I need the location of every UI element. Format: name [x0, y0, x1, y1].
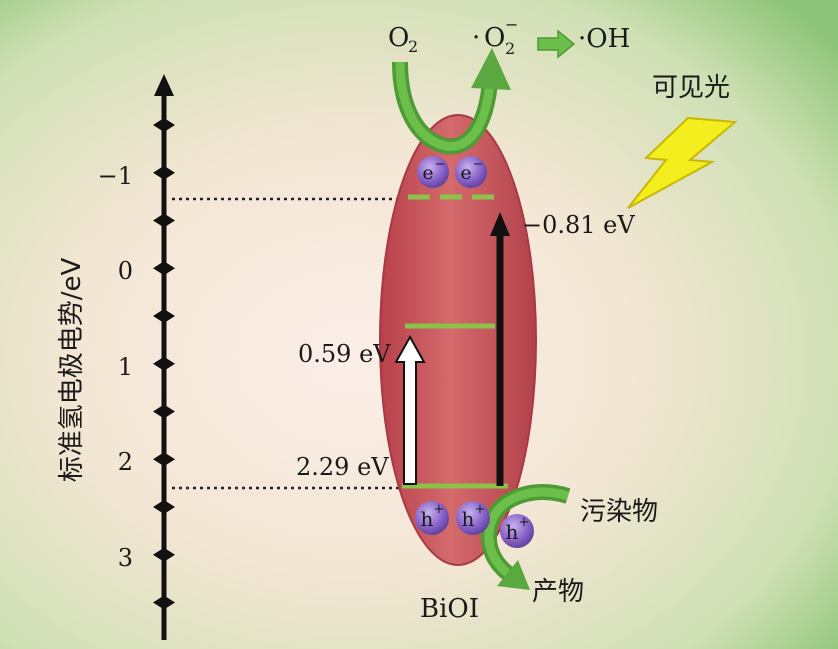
- hole-2: h +: [456, 501, 490, 535]
- axis-diamond-tick: [153, 547, 175, 562]
- tick-label-2: 2: [118, 448, 133, 476]
- svg-text:e: e: [422, 162, 433, 184]
- svg-text:e: e: [460, 162, 471, 184]
- band-lines: [402, 194, 508, 489]
- svg-text:h: h: [462, 507, 475, 531]
- pollutant-oxidation-arrow: [480, 484, 571, 590]
- axis-diamond-tick: [153, 309, 175, 323]
- superoxide-to-hydroxyl-arrow: [537, 29, 576, 59]
- electron-1: e −: [417, 156, 449, 188]
- cb-potential-label: −0.81 eV: [522, 211, 635, 239]
- hole-1: h +: [415, 501, 449, 535]
- hole-3: h +: [500, 514, 534, 548]
- axis-diamond-tick: [153, 452, 175, 467]
- axis-diamond-ticks: [153, 118, 175, 610]
- tick-label-minus1: −1: [98, 162, 133, 190]
- cb-excitation-arrowhead: [490, 212, 510, 236]
- product-label: 产物: [532, 577, 584, 607]
- svg-text:O: O: [388, 23, 409, 53]
- axis-diamond-tick: [153, 356, 175, 371]
- vb-potential-label: 2.29 eV: [296, 453, 389, 481]
- axis-diamond-tick: [153, 118, 175, 132]
- svg-text:2: 2: [408, 37, 418, 56]
- axis-diamond-tick: [153, 500, 175, 514]
- axis-diamond-tick: [153, 595, 175, 610]
- material-label: BiOI: [420, 594, 479, 624]
- superoxide-label: · O 2 −: [472, 15, 518, 58]
- svg-text:·: ·: [472, 23, 480, 53]
- svg-text:−: −: [435, 157, 446, 172]
- mid-excitation-arrow: [394, 334, 426, 485]
- svg-text:O: O: [484, 23, 505, 53]
- electron-2: e −: [455, 156, 487, 188]
- axis-arrowhead: [154, 74, 174, 96]
- axis-title: 标准氢电极电势/eV: [57, 258, 87, 483]
- tick-label-3: 3: [118, 544, 133, 572]
- svg-text:+: +: [434, 502, 445, 517]
- axis-tick-labels: −1 0 1 2 3: [98, 162, 133, 572]
- o2-label: O 2: [388, 23, 418, 56]
- lightning-bolt-icon: [627, 116, 738, 209]
- axis-diamond-tick: [153, 404, 175, 419]
- axis-diamond-tick: [153, 261, 175, 276]
- mid-potential-label: 0.59 eV: [298, 340, 391, 368]
- svg-text:+: +: [475, 502, 486, 517]
- svg-text:2: 2: [505, 39, 515, 58]
- svg-text:+: +: [519, 515, 530, 530]
- axis-diamond-tick: [153, 165, 175, 180]
- svg-text:h: h: [421, 507, 434, 531]
- pollutant-label: 污染物: [580, 497, 658, 527]
- svg-text:−: −: [473, 157, 484, 172]
- svg-text:h: h: [506, 520, 519, 544]
- svg-text:−: −: [505, 15, 518, 34]
- tick-label-0: 0: [118, 257, 133, 285]
- potential-axis: [153, 74, 175, 640]
- axis-diamond-tick: [153, 213, 175, 228]
- hydroxyl-label: ·OH: [578, 24, 630, 54]
- o2-reduction-arrow: [392, 48, 511, 155]
- tick-label-1: 1: [118, 353, 133, 381]
- visible-light-label: 可见光: [652, 73, 730, 103]
